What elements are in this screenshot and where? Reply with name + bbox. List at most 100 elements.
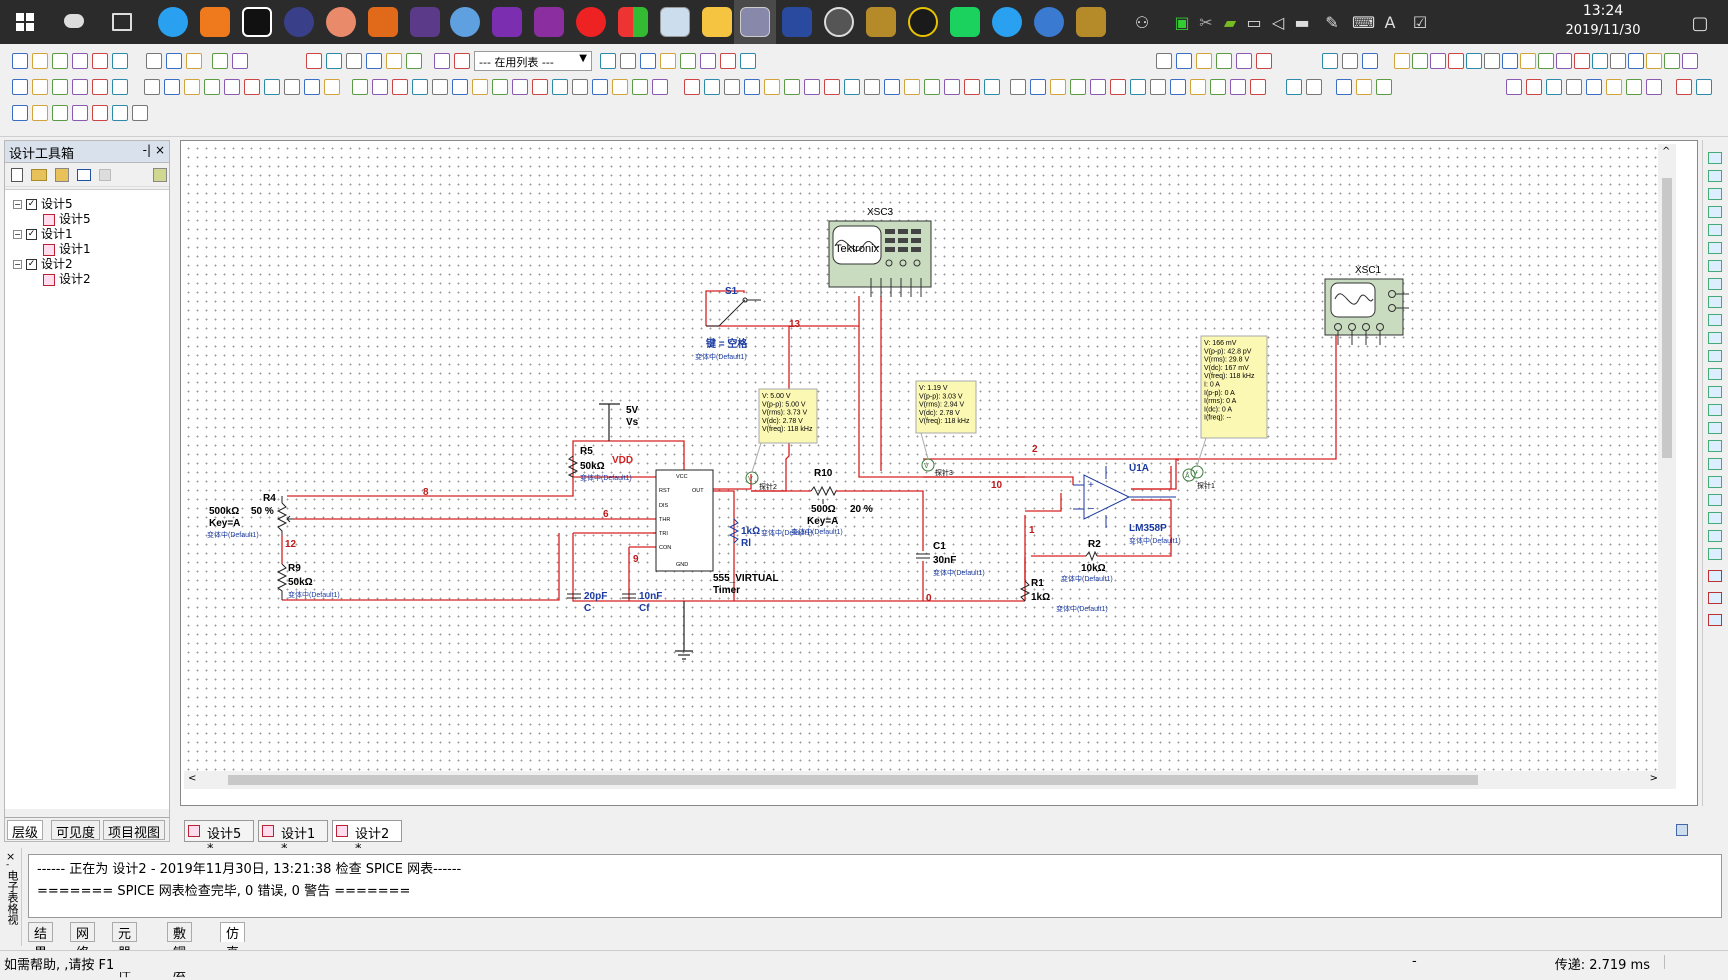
toolbar-button-icon[interactable] [652, 79, 668, 95]
toolbar-button-icon[interactable] [1502, 53, 1518, 69]
toolbar-button-icon[interactable] [132, 105, 148, 121]
delete-icon[interactable] [99, 169, 111, 181]
toolbar-button-icon[interactable] [112, 79, 128, 95]
toolbar-button-icon[interactable] [72, 79, 88, 95]
instrument-icon[interactable] [1708, 592, 1722, 604]
toolbar-button-icon[interactable] [740, 53, 756, 69]
instrument-icon[interactable] [1708, 332, 1722, 344]
toolbar-button-icon[interactable] [592, 79, 608, 95]
ime-icon[interactable]: A [1384, 13, 1396, 32]
toolbar-button-icon[interactable] [1626, 79, 1642, 95]
toolbar-button-icon[interactable] [1236, 53, 1252, 69]
toolbar-button-icon[interactable] [52, 53, 68, 69]
toolbar-button-icon[interactable] [1526, 79, 1542, 95]
toolbar-button-icon[interactable] [224, 79, 240, 95]
timer-555[interactable]: VCC RST OUT DIS THR TRI CON GND [655, 469, 714, 572]
toolbar-button-icon[interactable] [1448, 53, 1464, 69]
toolbar-button-icon[interactable] [12, 53, 28, 69]
toolbar-button-icon[interactable] [1190, 79, 1206, 95]
horizontal-scrollbar[interactable]: < > [184, 771, 1676, 789]
tab-results[interactable]: 结果 [28, 922, 54, 961]
collapse-icon[interactable]: − [13, 200, 22, 209]
toolbar-button-icon[interactable] [146, 53, 162, 69]
toolbar-button-icon[interactable] [640, 53, 656, 69]
instrument-icon[interactable] [1708, 296, 1722, 308]
instrument-icon[interactable] [1708, 476, 1722, 488]
tree-node-1[interactable]: −✓设计5 [13, 196, 73, 212]
toolbar-button-icon[interactable] [1412, 53, 1428, 69]
toolbar-button-icon[interactable] [1230, 79, 1246, 95]
instrument-icon[interactable] [1708, 386, 1722, 398]
tree-node-3[interactable]: −✓设计2 [13, 256, 73, 272]
checkbox-icon[interactable]: ✓ [26, 229, 37, 240]
jetbrains-icon[interactable] [242, 7, 272, 37]
resistor-r9[interactable] [276, 563, 288, 600]
toolbar-button-icon[interactable] [52, 105, 68, 121]
instrument-icon[interactable] [1708, 224, 1722, 236]
toolbar-button-icon[interactable] [304, 79, 320, 95]
app-icon-4[interactable] [284, 7, 314, 37]
tray-app-icon-2[interactable]: ✂ [1199, 13, 1213, 32]
toolbar-button-icon[interactable] [306, 53, 322, 69]
toolbar-button-icon[interactable] [366, 53, 382, 69]
sublime-icon[interactable] [200, 7, 230, 37]
toolbar-button-icon[interactable] [784, 79, 800, 95]
doc-tab-design5[interactable]: 设计5 * [184, 820, 254, 857]
toolbar-button-icon[interactable] [1342, 53, 1358, 69]
toolbar-button-icon[interactable] [326, 53, 342, 69]
toolbar-button-icon[interactable] [1376, 79, 1392, 95]
toolbar-button-icon[interactable] [1196, 53, 1212, 69]
toolbar-button-icon[interactable] [612, 79, 628, 95]
toolbar-button-icon[interactable] [1664, 53, 1680, 69]
oscilloscope-xsc1[interactable] [1324, 278, 1409, 345]
simulation-log[interactable]: ------ 正在为 设计2 - 2019年11月30日, 13:21:38 检… [28, 854, 1722, 918]
instrument-icon[interactable] [1708, 152, 1722, 164]
toolbar-button-icon[interactable] [452, 79, 468, 95]
tab-menu-icon[interactable] [1676, 824, 1688, 836]
app-icon-8[interactable] [450, 7, 480, 37]
toolbar-button-icon[interactable] [720, 53, 736, 69]
instrument-icon[interactable] [1708, 242, 1722, 254]
resistor-r1[interactable] [1019, 580, 1031, 602]
volume-icon[interactable]: ◁ [1271, 13, 1285, 32]
toolbar-button-icon[interactable] [112, 105, 128, 121]
toolbar-button-icon[interactable] [1156, 53, 1172, 69]
toolbar-button-icon[interactable] [1256, 53, 1272, 69]
instrument-icon[interactable] [1708, 548, 1722, 560]
instrument-icon[interactable] [1708, 188, 1722, 200]
toolbar-button-icon[interactable] [406, 53, 422, 69]
instrument-icon[interactable] [1708, 458, 1722, 470]
toolbar-button-icon[interactable] [324, 79, 340, 95]
panel-pin-icon[interactable]: - [6, 860, 10, 870]
instrument-icon[interactable] [1708, 494, 1722, 506]
oscilloscope-xsc3[interactable]: Tektronix [828, 220, 932, 297]
battery-icon[interactable]: ▬ [1294, 13, 1310, 32]
toolbar-button-icon[interactable] [1484, 53, 1500, 69]
notification-icon[interactable]: ▢ [1691, 13, 1709, 34]
keyboard-icon[interactable]: ⌨ [1352, 13, 1376, 32]
clock-time[interactable]: 13:24 [1582, 3, 1624, 19]
file-explorer-icon[interactable] [702, 7, 732, 37]
tree-child-1[interactable]: 设计5 [43, 211, 91, 227]
toolbar-button-icon[interactable] [1250, 79, 1266, 95]
new-design-icon[interactable] [11, 168, 23, 182]
toolbar-button-icon[interactable] [684, 79, 700, 95]
in-use-list-combo[interactable]: --- 在用列表 ---▼ [474, 51, 592, 71]
resistor-rl[interactable] [728, 518, 740, 544]
toolbar-button-icon[interactable] [1050, 79, 1066, 95]
toolbar-button-icon[interactable] [824, 79, 840, 95]
new-window-icon[interactable] [77, 169, 91, 181]
toolbar-button-icon[interactable] [704, 79, 720, 95]
netease-music-icon[interactable] [576, 7, 606, 37]
toolbar-button-icon[interactable] [1574, 53, 1590, 69]
toolbar-button-icon[interactable] [1356, 79, 1372, 95]
tab-copper-layers[interactable]: 敷铜层 [167, 922, 193, 980]
app-icon-17[interactable] [824, 7, 854, 37]
task-view-icon[interactable] [112, 13, 132, 31]
toolbar-button-icon[interactable] [1520, 53, 1536, 69]
toolbar-button-icon[interactable] [1466, 53, 1482, 69]
toolbar-button-icon[interactable] [1676, 79, 1692, 95]
toolbar-button-icon[interactable] [1646, 53, 1662, 69]
toolbar-button-icon[interactable] [1286, 79, 1302, 95]
